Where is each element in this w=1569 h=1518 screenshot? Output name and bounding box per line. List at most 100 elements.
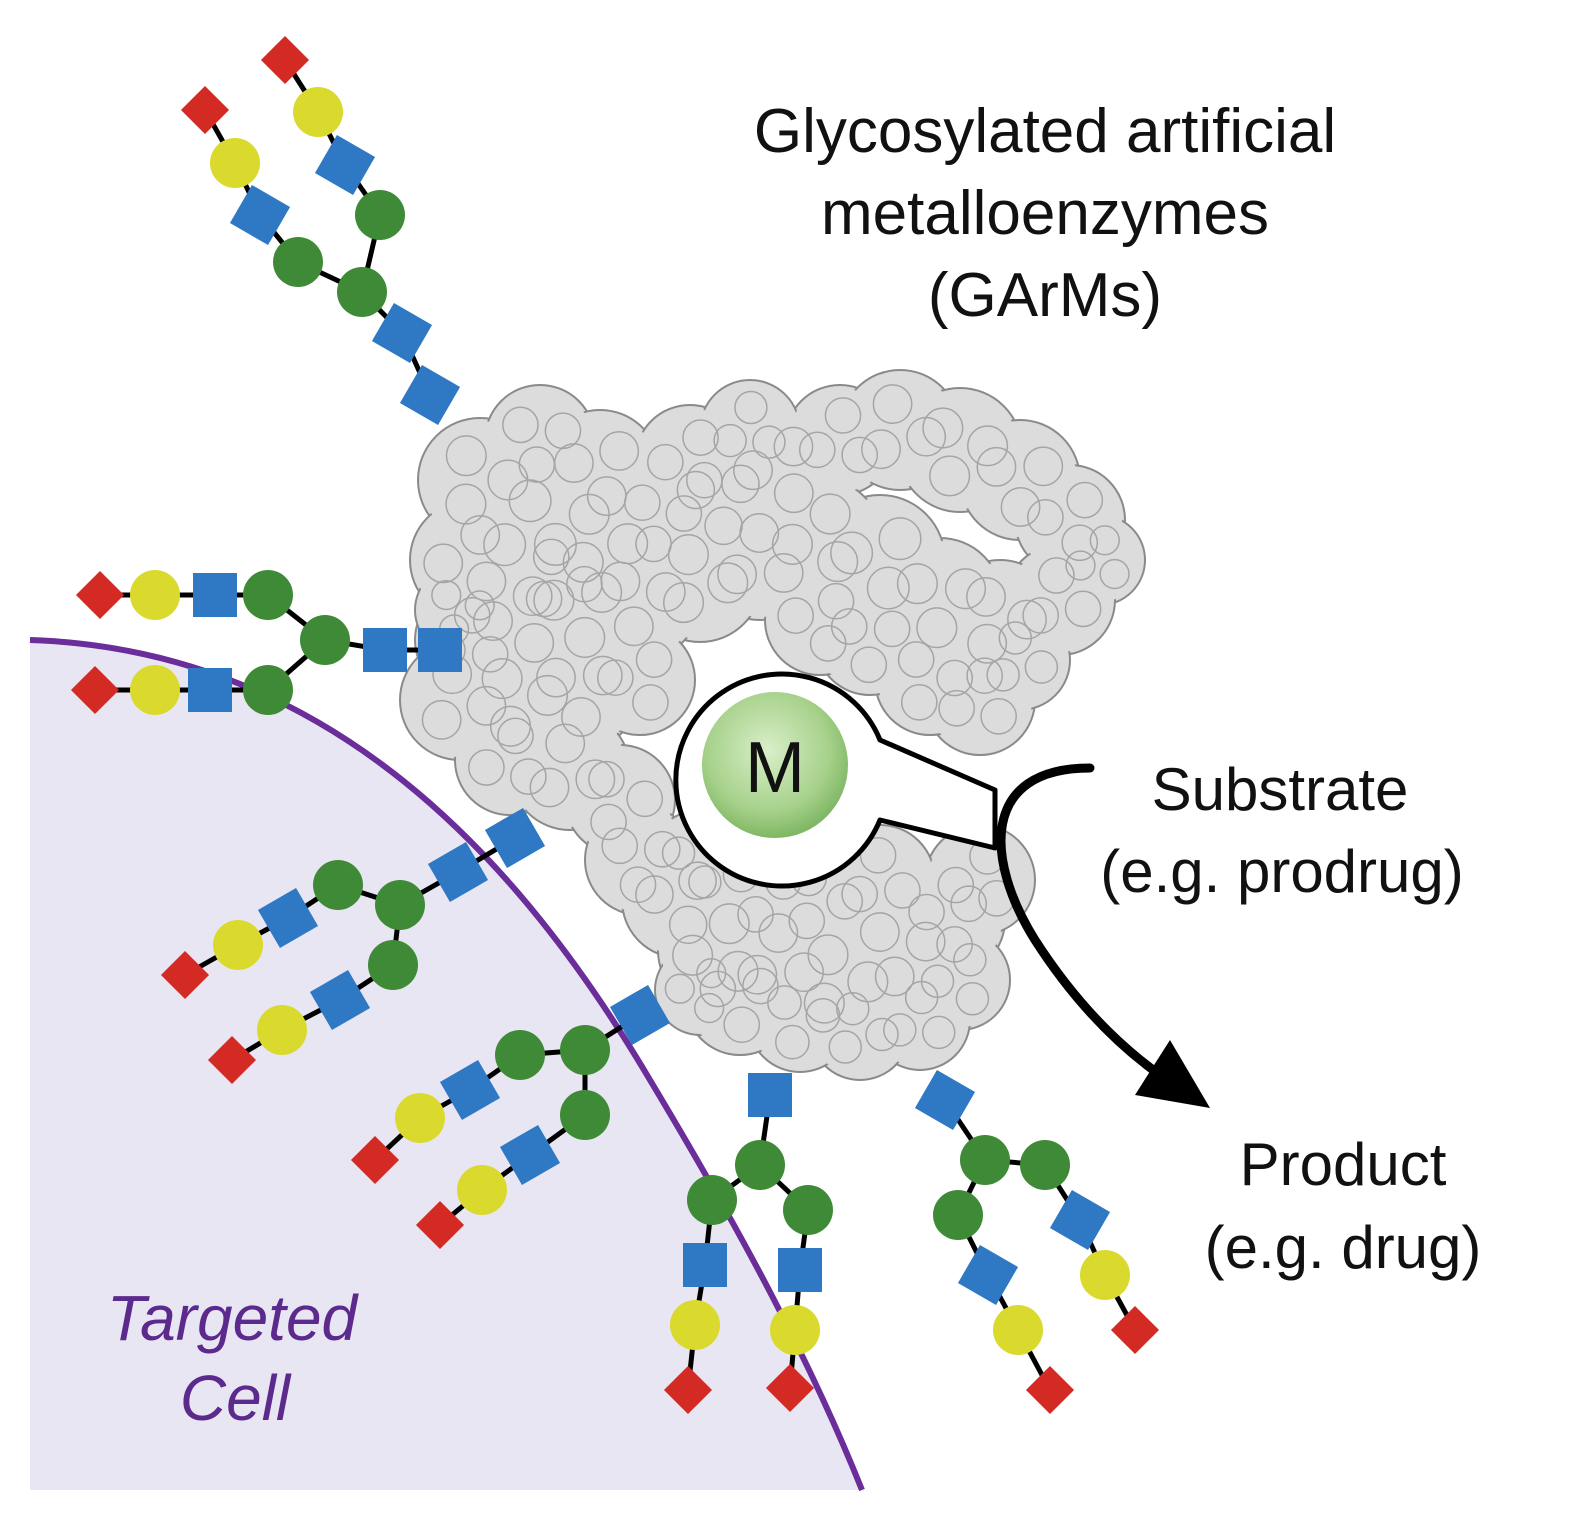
galactose-circle [670, 1300, 720, 1350]
mannose-circle [933, 1190, 983, 1240]
protein-texture [872, 384, 913, 424]
title-line-2: metalloenzymes [821, 179, 1269, 248]
protein-texture [824, 397, 862, 434]
protein-texture [953, 943, 987, 977]
protein-texture [667, 534, 710, 576]
protein-texture [717, 554, 758, 595]
protein-texture [544, 412, 582, 450]
galactose-circle [257, 1005, 307, 1055]
mannose-circle [1020, 1140, 1070, 1190]
glcnac-square [314, 134, 376, 196]
protein-texture [514, 623, 555, 663]
protein-texture [688, 865, 722, 899]
protein-texture [884, 872, 921, 909]
protein-texture [431, 579, 462, 611]
glcnac-square [484, 807, 546, 869]
protein-lobe-fill [768, 568, 872, 672]
sialic-acid-diamond [70, 665, 120, 715]
protein-texture [784, 952, 825, 993]
glcnac-square [363, 628, 407, 672]
protein-texture [564, 616, 606, 659]
sialic-acid-diamond [160, 950, 210, 1000]
protein-texture [771, 523, 814, 565]
galactose-circle [395, 1093, 445, 1143]
protein-texture [1024, 650, 1059, 684]
protein-texture [763, 553, 804, 593]
protein-texture [955, 981, 990, 1016]
protein-texture [859, 836, 897, 874]
protein-texture [1061, 524, 1099, 562]
protein-lobe-fill [703, 383, 797, 477]
protein-texture [562, 541, 604, 583]
protein-texture [850, 646, 888, 684]
protein-texture [464, 590, 495, 621]
protein-texture [601, 827, 639, 865]
glcnac-square [683, 1243, 727, 1287]
protein-texture [1064, 590, 1102, 628]
mannose-circle [273, 237, 323, 287]
protein-texture [483, 523, 527, 567]
protein-texture [460, 515, 501, 555]
protein-texture [878, 517, 922, 561]
title-line-3: (GArMs) [928, 261, 1162, 330]
protein-texture [533, 579, 575, 621]
protein-texture [466, 685, 507, 726]
protein-texture [809, 493, 851, 535]
protein-texture [1066, 481, 1104, 519]
protein-texture [645, 572, 686, 612]
protein-texture [646, 443, 684, 481]
protein-texture [423, 543, 464, 584]
protein-texture [445, 435, 487, 477]
substrate-line-1: Substrate [1152, 756, 1409, 823]
protein-texture [737, 895, 774, 933]
protein-texture [900, 683, 938, 721]
protein-texture [809, 625, 847, 662]
protein-texture [707, 562, 749, 604]
protein-texture [966, 576, 1006, 617]
protein-texture [597, 659, 634, 697]
protein-texture [733, 450, 773, 491]
sialic-acid-diamond [1110, 1305, 1160, 1355]
protein-texture [836, 991, 870, 1026]
protein-texture [635, 875, 674, 914]
protein-texture [686, 461, 723, 499]
mannose-circle [687, 1175, 737, 1225]
protein-texture [529, 767, 570, 808]
protein-texture [734, 390, 768, 425]
protein-texture [873, 610, 911, 648]
reaction-arrow [996, 763, 1210, 1108]
title-block: Glycosylated artificial metalloenzymes (… [754, 97, 1336, 330]
glcnac-square [914, 1069, 976, 1131]
protein-texture [758, 913, 799, 954]
protein-texture [861, 429, 901, 470]
glcnac-square [188, 668, 232, 712]
protein-texture [1007, 599, 1047, 640]
protein-texture [575, 759, 616, 800]
protein-texture [525, 580, 563, 618]
protein-texture [830, 531, 874, 575]
galactose-circle [293, 87, 343, 137]
glcnac-square [957, 1244, 1019, 1306]
protein-texture [938, 689, 976, 727]
galactose-circle [1080, 1250, 1130, 1300]
protein-texture [526, 674, 569, 716]
protein-texture [737, 954, 778, 995]
product-line-2: (e.g. drug) [1205, 1214, 1482, 1281]
protein-texture [929, 455, 971, 497]
protein-texture [826, 882, 864, 920]
mannose-circle [735, 1140, 785, 1190]
mannose-circle [560, 1090, 610, 1140]
protein-texture [502, 406, 539, 444]
sialic-acid-diamond [180, 85, 230, 135]
protein-texture [1038, 557, 1075, 594]
protein-texture [976, 446, 1017, 487]
protein-texture [545, 723, 586, 764]
protein-texture [672, 934, 714, 976]
glcnac-square [193, 573, 237, 617]
protein-texture [536, 657, 576, 698]
protein-texture [510, 758, 547, 795]
galactose-circle [130, 665, 180, 715]
glcnac-square [399, 364, 461, 426]
protein-texture [626, 780, 664, 818]
protein-texture [1000, 487, 1041, 527]
